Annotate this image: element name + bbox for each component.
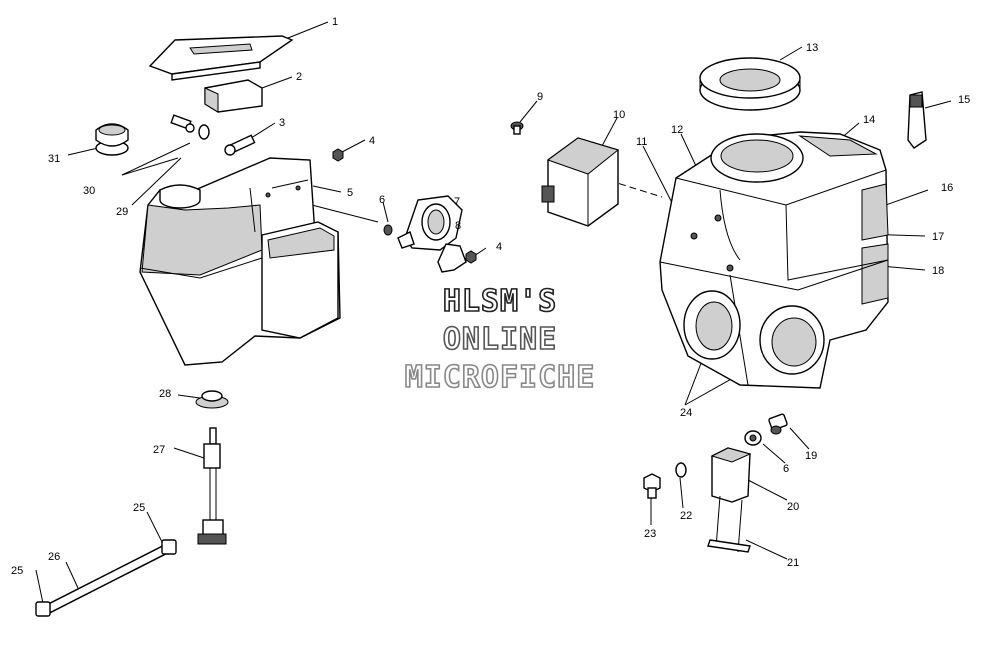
callout-9: 9 — [537, 91, 543, 103]
callout-10: 10 — [613, 109, 625, 121]
callout-8: 8 — [455, 220, 461, 232]
callout-26: 26 — [48, 551, 60, 563]
callout-3: 3 — [279, 117, 285, 129]
callout-18: 18 — [932, 265, 944, 277]
callout-19: 19 — [805, 450, 817, 462]
callout-27: 27 — [153, 444, 165, 456]
callout-31: 31 — [48, 153, 60, 165]
tank-cover-part — [148, 35, 294, 81]
bracket-part-8 — [437, 243, 467, 273]
bolt-part-3 — [224, 134, 256, 156]
grommet-part-28 — [195, 390, 229, 409]
callout-22: 22 — [680, 510, 692, 522]
callout-7: 7 — [454, 196, 460, 208]
callout-2: 2 — [296, 71, 302, 83]
bracket-part-21 — [707, 495, 751, 553]
callout-5: 5 — [347, 187, 353, 199]
callout-28: 28 — [159, 388, 171, 400]
watermark-line-1: HLSM'S — [443, 284, 557, 319]
callout-25a: 25 — [11, 565, 23, 577]
bolt-part-19 — [768, 413, 788, 435]
callout-21: 21 — [787, 557, 799, 569]
callout-20: 20 — [787, 501, 799, 513]
ecu-module-part — [541, 137, 620, 227]
clip-part-15 — [907, 91, 927, 149]
screw-part-9 — [510, 121, 524, 135]
airbox-part — [659, 131, 889, 389]
callout-numbers: 1 2 3 4 5 6 7 8 4 9 10 11 12 13 14 15 16… — [11, 16, 970, 577]
throttle-body-part — [383, 195, 463, 251]
watermark: HLSM'S ONLINE MICROFICHE — [404, 283, 596, 396]
callout-13: 13 — [806, 42, 818, 54]
nut-part-4a — [332, 148, 344, 162]
bolt-part-30 — [170, 114, 210, 140]
callout-15: 15 — [958, 94, 970, 106]
foam-block-part — [204, 79, 263, 113]
nut-part-4b — [465, 250, 477, 264]
callout-24: 24 — [680, 407, 692, 419]
watermark-line-2: ONLINE — [443, 322, 557, 357]
callout-16: 16 — [941, 182, 953, 194]
filler-cap-part — [95, 123, 129, 156]
oil-tank-part — [139, 157, 341, 366]
level-sensor-part — [197, 427, 227, 545]
intake-boot-part-13 — [699, 57, 801, 111]
washer-part-22 — [675, 462, 687, 478]
bolt-part-23 — [643, 473, 661, 499]
callout-11: 11 — [636, 136, 647, 148]
ignition-coil-part — [710, 447, 752, 503]
callout-1: 1 — [332, 16, 338, 28]
callout-14: 14 — [863, 114, 875, 126]
washer-part-6b — [744, 430, 762, 446]
callout-6a: 6 — [379, 194, 385, 206]
callout-25b: 25 — [133, 502, 145, 514]
callout-17: 17 — [932, 231, 944, 243]
callout-12: 12 — [671, 124, 683, 136]
callout-6b: 6 — [783, 463, 789, 475]
callout-4b: 4 — [496, 241, 502, 253]
callout-30: 30 — [83, 185, 95, 197]
callout-29: 29 — [116, 206, 128, 218]
callout-23: 23 — [644, 528, 656, 540]
hose-part-26 — [35, 539, 177, 617]
watermark-line-3: MICROFICHE — [405, 360, 596, 395]
callout-4a: 4 — [369, 135, 375, 147]
